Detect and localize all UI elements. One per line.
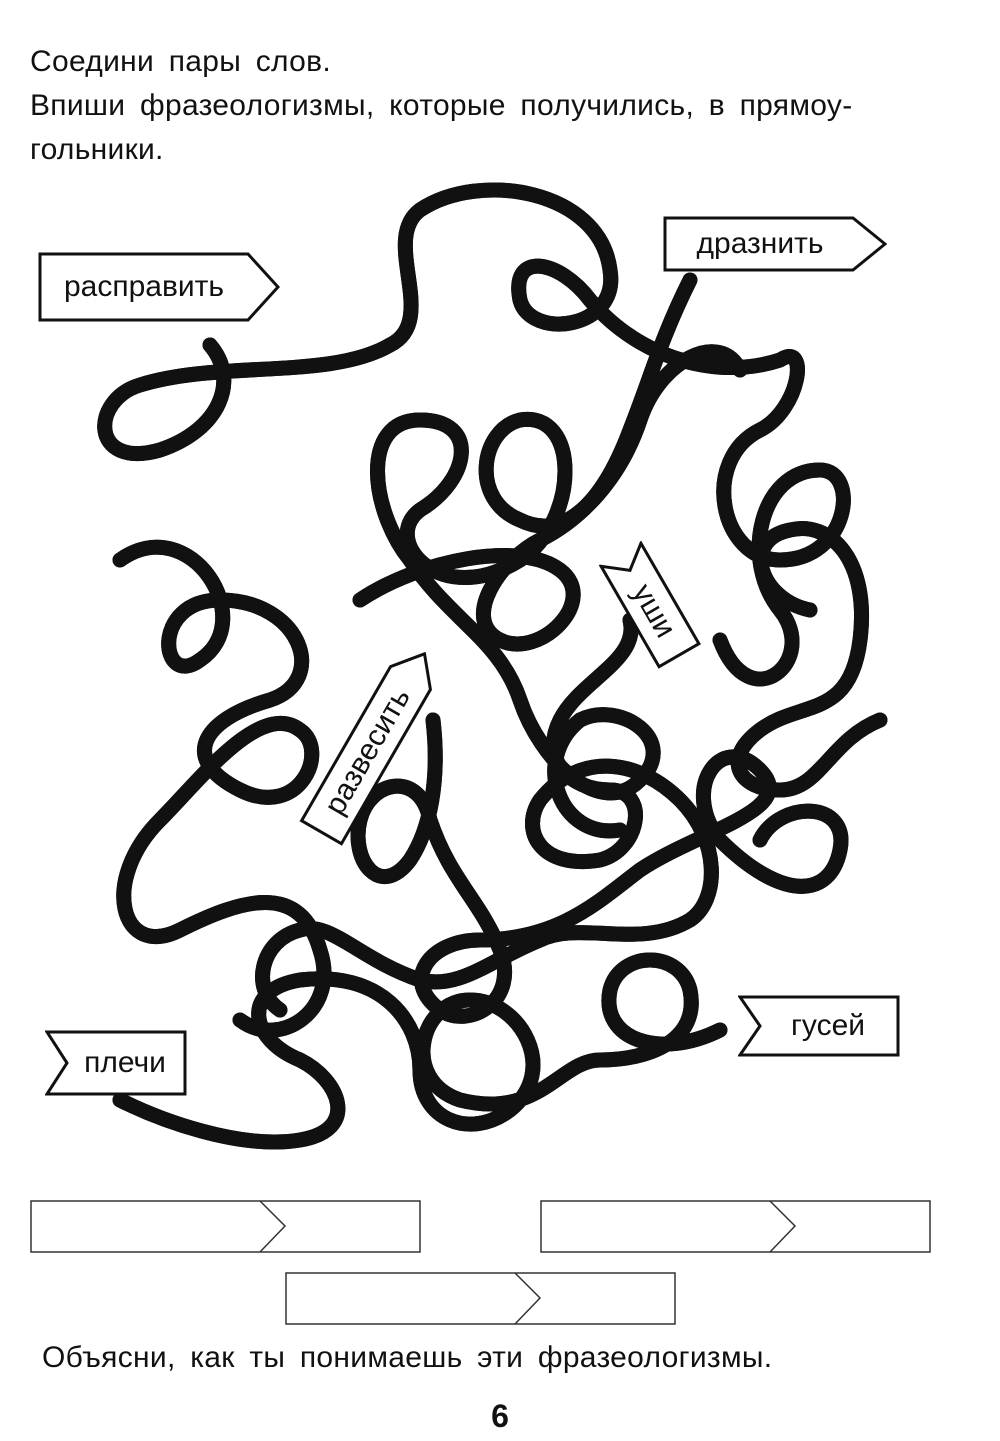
word-tag-plechi[interactable]: плечи — [45, 1030, 187, 1096]
tag-arrow-shape — [598, 540, 701, 669]
answer-box-3[interactable] — [285, 1272, 676, 1325]
instruction-line-1: Соедини пары слов. — [30, 45, 332, 78]
word-tag-gusey[interactable]: гусей — [738, 995, 900, 1057]
word-tag-razvesit[interactable]: развесить — [299, 640, 447, 847]
answer-box-2[interactable] — [540, 1200, 931, 1253]
word-tag-raspravit[interactable]: расправить — [38, 252, 280, 322]
answer-box-shape — [540, 1200, 931, 1253]
tag-arrow-shape — [663, 216, 887, 272]
word-raspravit: расправить — [63, 270, 225, 303]
instruction-line-3: гольники. — [30, 133, 164, 166]
instruction-line-2: Впиши фразеологизмы, которые получились,… — [30, 89, 853, 122]
word-tag-ushi[interactable]: уши — [598, 540, 701, 670]
tag-arrow-shape — [45, 1030, 187, 1096]
word-plechi: плечи — [84, 1046, 166, 1079]
answer-box-shape — [285, 1272, 676, 1325]
tangled-lines-maze — [0, 0, 888, 1200]
word-tag-draznit[interactable]: дразнить — [663, 216, 887, 272]
page-number: 6 — [491, 1398, 509, 1434]
tag-arrow-shape — [738, 995, 900, 1057]
question-text: Объясни, как ты понимаешь эти фразеологи… — [42, 1341, 773, 1374]
tag-arrow-shape — [38, 252, 280, 322]
answer-box-shape — [30, 1200, 421, 1253]
word-draznit: дразнить — [696, 227, 824, 260]
word-gusey: гусей — [790, 1009, 866, 1042]
tag-arrow-shape — [299, 651, 432, 846]
answer-box-1[interactable] — [30, 1200, 421, 1253]
